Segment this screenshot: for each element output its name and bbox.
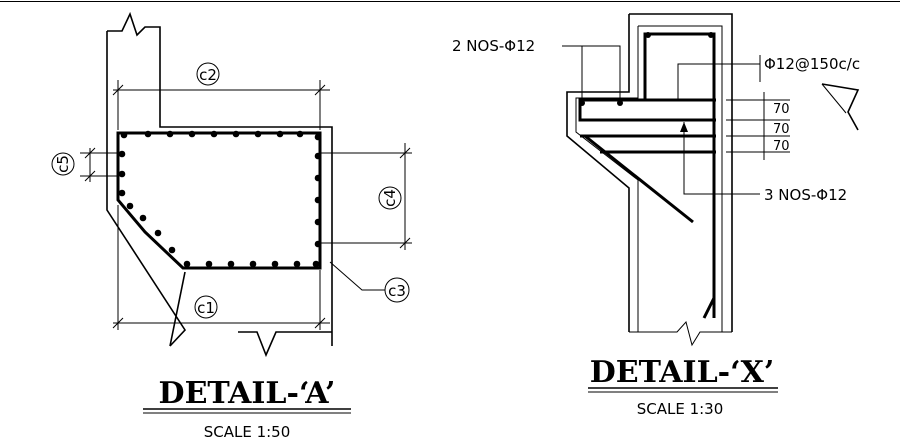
rebar-dot (120, 131, 128, 139)
rebar-dot (314, 240, 322, 248)
rebar-dot (645, 32, 651, 38)
detail-x: 2 NOS-Φ12 Φ12@150c/c 70 70 70 3 NOS-Φ12 … (452, 13, 860, 418)
rebar-dot (126, 202, 134, 210)
dim-tick (399, 237, 411, 249)
vertical-bars (643, 32, 716, 318)
stirrup-hook-sketch-2 (821, 83, 847, 114)
spacing-1: 70 (773, 102, 790, 117)
tag-c4 (378, 186, 402, 210)
reinforcement-cage (116, 131, 322, 270)
rebar-dot (293, 260, 301, 268)
cover-line-right (638, 25, 723, 332)
tag-c5 (51, 152, 75, 176)
rebar-dot (617, 100, 623, 106)
rebar-dot (708, 32, 714, 38)
wall-outline-outer-left (566, 14, 630, 332)
rebar-dot (118, 170, 126, 178)
dim-tick (112, 84, 124, 96)
edge-lower-left (169, 271, 186, 347)
tag-c5-text: c5 (54, 155, 72, 173)
tag-c2-text: c2 (199, 66, 217, 84)
leader-top-bars (562, 45, 621, 100)
stirrup-hook-sketch (821, 83, 860, 131)
label-top-bars: 2 NOS-Φ12 (452, 37, 535, 55)
rebar-dot (314, 133, 322, 141)
leader-bottom-bars (683, 122, 760, 195)
detail-x-scale: SCALE 1:30 (637, 400, 724, 418)
rebar-dot (254, 130, 262, 138)
rebar-dot (314, 152, 322, 160)
diagonal-bar (584, 134, 694, 224)
wall-outline-left (106, 31, 187, 347)
dim-tick (84, 170, 96, 182)
rebar-dot (154, 229, 162, 237)
detail-x-title: DETAIL-‘X’ (590, 355, 775, 390)
rebar-dot (276, 130, 284, 138)
dim-tick (112, 317, 124, 329)
rebar-dot (118, 189, 126, 197)
horizontal-bar-top (578, 98, 716, 122)
rebar-dot (296, 130, 304, 138)
rebar-dot (312, 260, 320, 268)
detail-a-title: DETAIL-‘A’ (159, 376, 336, 411)
dim-tick (314, 84, 326, 96)
rebar-dot (314, 196, 322, 204)
rebar-dot (579, 100, 585, 106)
tag-c3-text: c3 (388, 282, 406, 300)
bar-hook (702, 297, 716, 319)
rebar-dot (183, 260, 191, 268)
break-line-bottom (629, 320, 732, 347)
arrow-head (680, 122, 688, 132)
leader-stirrup (677, 63, 760, 100)
rebar-dot (144, 130, 152, 138)
dim-tick (399, 147, 411, 159)
label-bottom-bars: 3 NOS-Φ12 (764, 186, 847, 204)
leader-c3 (329, 261, 385, 291)
detail-a-scale: SCALE 1:50 (204, 423, 291, 441)
tag-c3 (384, 277, 410, 303)
rebar-dot (227, 260, 235, 268)
spacing-2: 70 (773, 122, 790, 137)
tag-c4-text: c4 (381, 189, 399, 207)
label-stirrup: Φ12@150c/c (764, 55, 860, 73)
rebar-dot (249, 260, 257, 268)
dim-tick (84, 147, 96, 159)
rebar-dots-a (118, 130, 322, 268)
tag-c1-text: c1 (197, 299, 215, 317)
cover-line-left (575, 26, 639, 332)
wall-outline-outer-right (629, 13, 733, 332)
rebar-dot (166, 130, 174, 138)
rebar-dot (188, 130, 196, 138)
rebar-dot (118, 150, 126, 158)
rebar-dot (314, 174, 322, 182)
rebar-dot (139, 214, 147, 222)
rebar-dot (205, 260, 213, 268)
spacing-3: 70 (773, 139, 790, 154)
rebar-dot (168, 246, 176, 254)
break-line-bottom (238, 331, 332, 358)
rebar-dot (271, 260, 279, 268)
dim-tick (314, 317, 326, 329)
wall-outline-right (107, 11, 333, 346)
detail-a: c2 c1 c5 c4 c3 DETAIL-‘A’ SCALE 1:50 (51, 11, 412, 441)
rebar-dot (232, 130, 240, 138)
rebar-dot (314, 218, 322, 226)
tag-c2 (196, 62, 220, 86)
tag-c1 (194, 295, 218, 319)
rebar-dot (210, 130, 218, 138)
